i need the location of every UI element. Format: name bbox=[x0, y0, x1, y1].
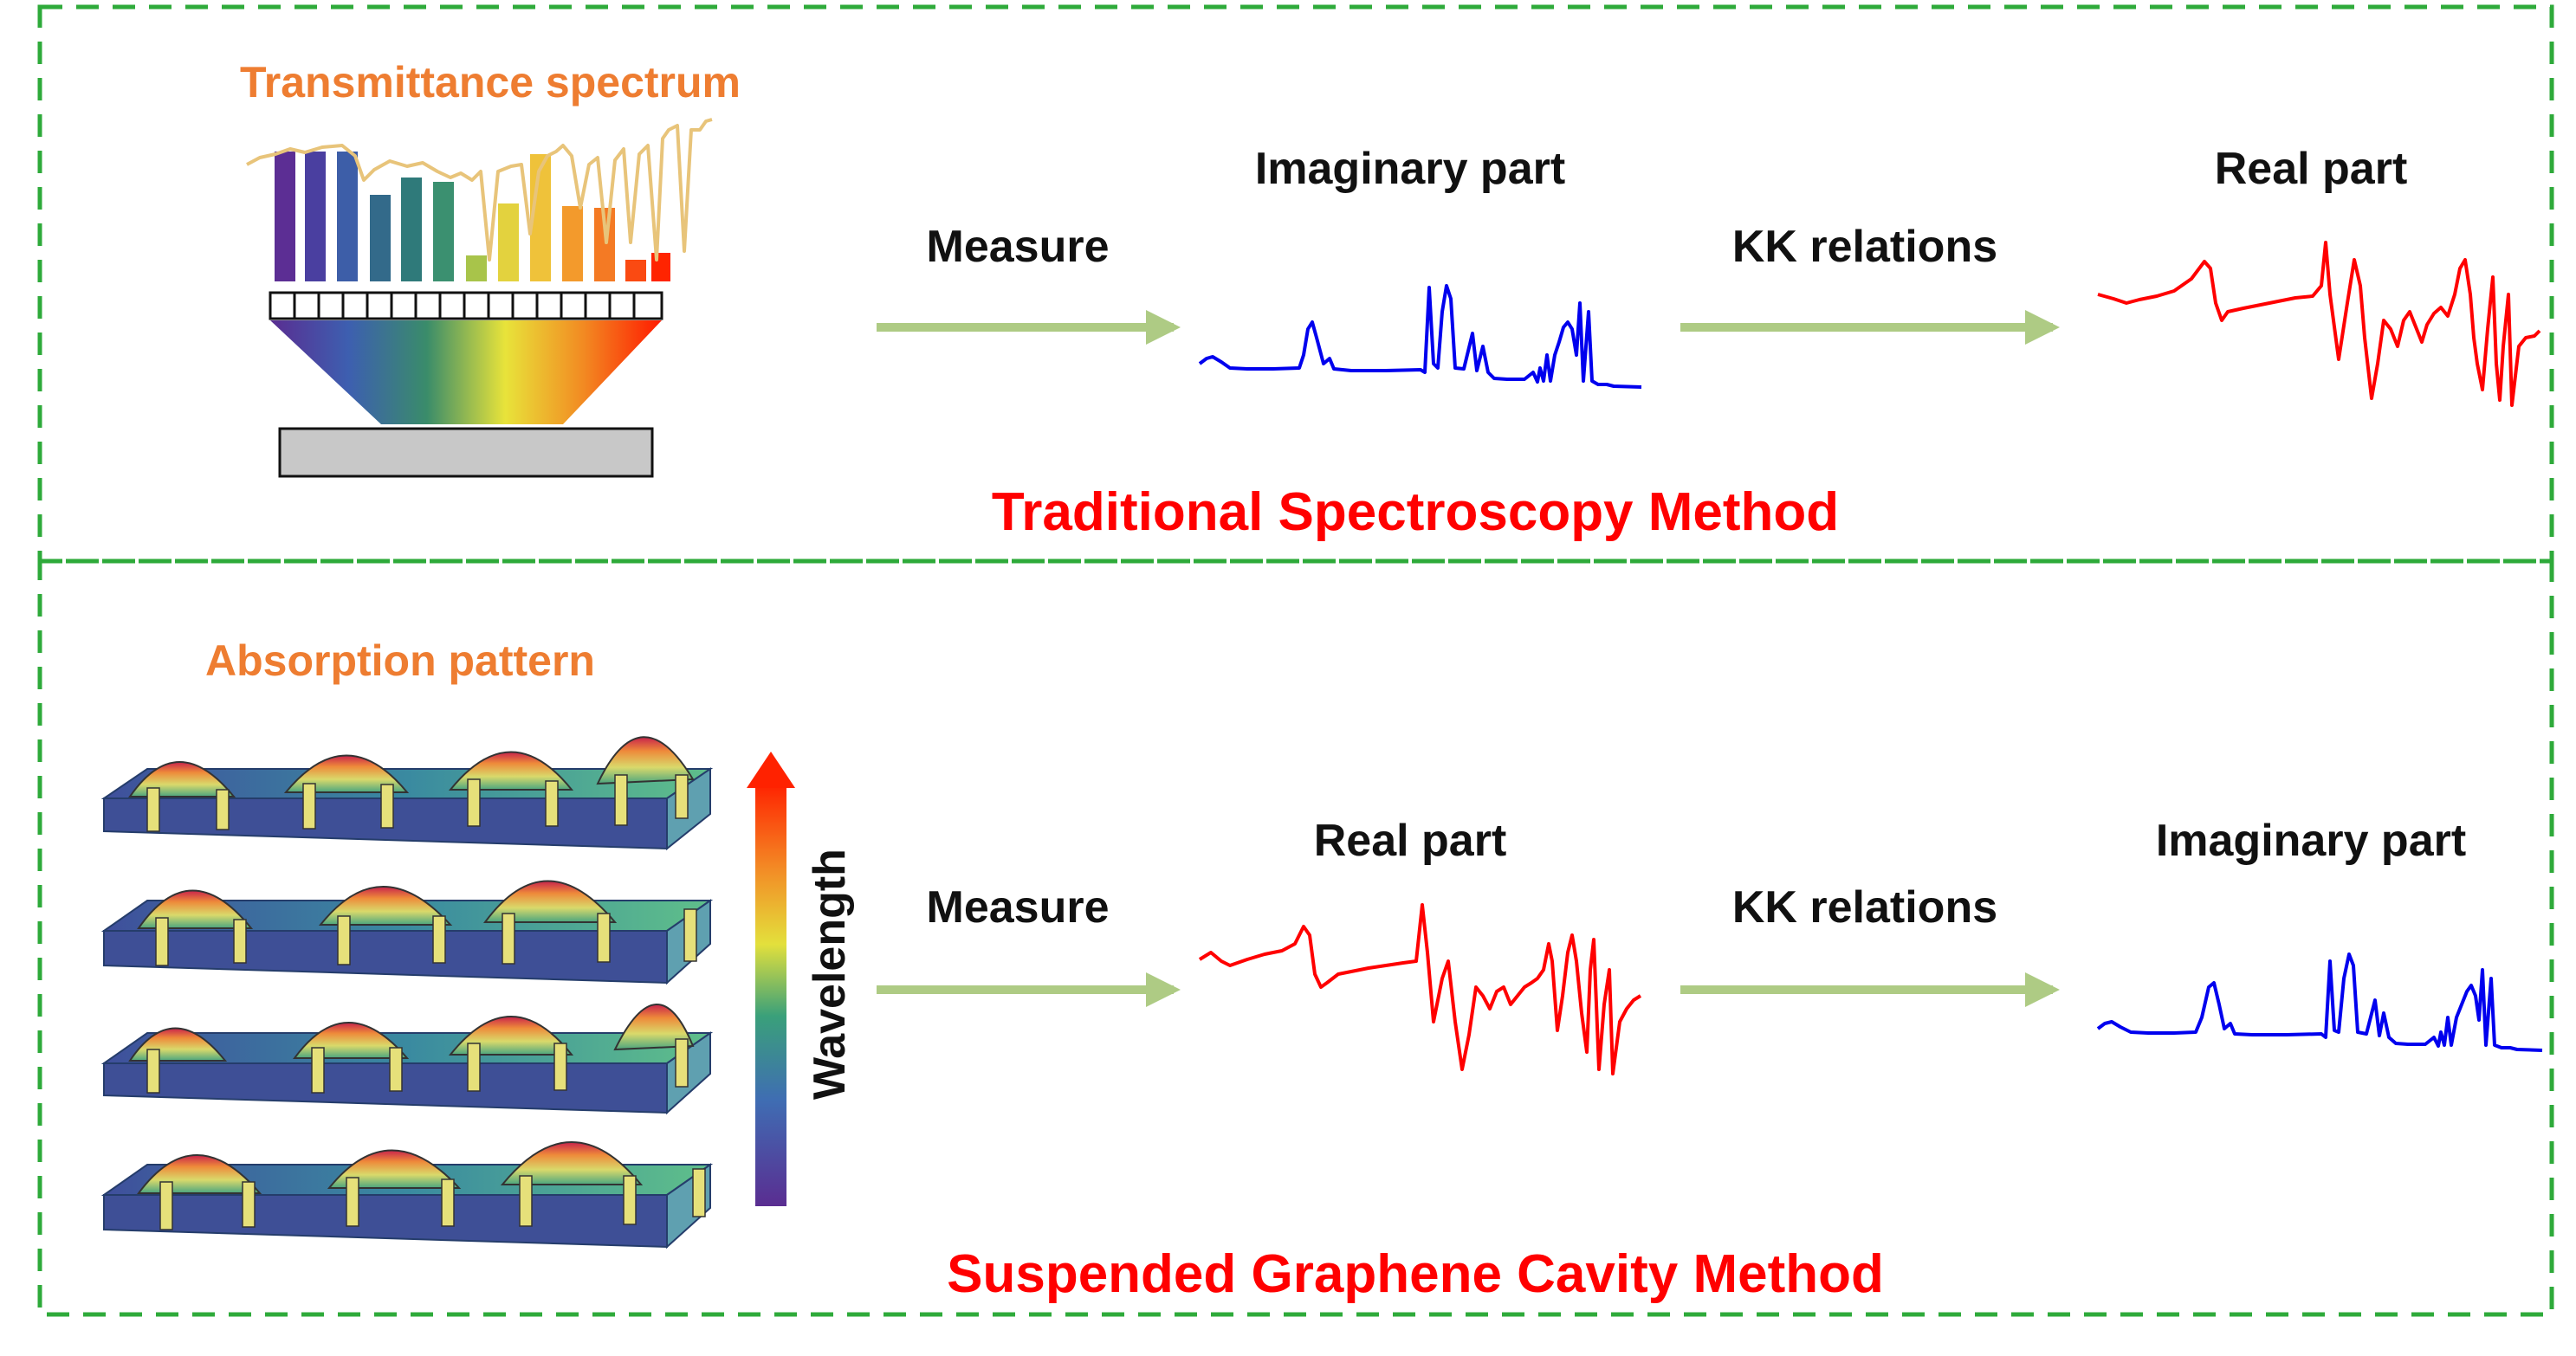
top-method-title: Traditional Spectroscopy Method bbox=[992, 482, 1839, 542]
bottom-panel-frame bbox=[37, 559, 2554, 1317]
top-panel-frame bbox=[37, 4, 2554, 564]
wavelength-axis-label: Wavelength bbox=[805, 849, 855, 1100]
top-imaginary-curve bbox=[1198, 284, 1642, 389]
top-real-label: Real part bbox=[2215, 144, 2408, 194]
transmittance-spectrum-label: Transmittance spectrum bbox=[240, 58, 741, 107]
bottom-method-title: Suspended Graphene Cavity Method bbox=[947, 1244, 1884, 1304]
wavelength-gradient-arrow-icon bbox=[747, 752, 795, 1206]
bottom-real-label: Real part bbox=[1314, 816, 1507, 866]
bottom-real-curve bbox=[1198, 903, 1642, 1075]
top-measure-label: Measure bbox=[927, 222, 1110, 272]
top-imaginary-label: Imaginary part bbox=[1255, 144, 1565, 194]
top-kk-label: KK relations bbox=[1732, 222, 1997, 272]
bottom-imaginary-curve bbox=[2096, 952, 2543, 1052]
absorption-pattern-label: Absorption pattern bbox=[205, 636, 595, 685]
bottom-imaginary-label: Imaginary part bbox=[2156, 816, 2466, 866]
bottom-measure-label: Measure bbox=[927, 882, 1110, 933]
bar-surface-stack-icon bbox=[100, 736, 714, 1249]
top-real-curve bbox=[2097, 241, 2541, 407]
bottom-kk-label: KK relations bbox=[1732, 882, 1997, 933]
prism-detector-icon bbox=[246, 118, 713, 478]
